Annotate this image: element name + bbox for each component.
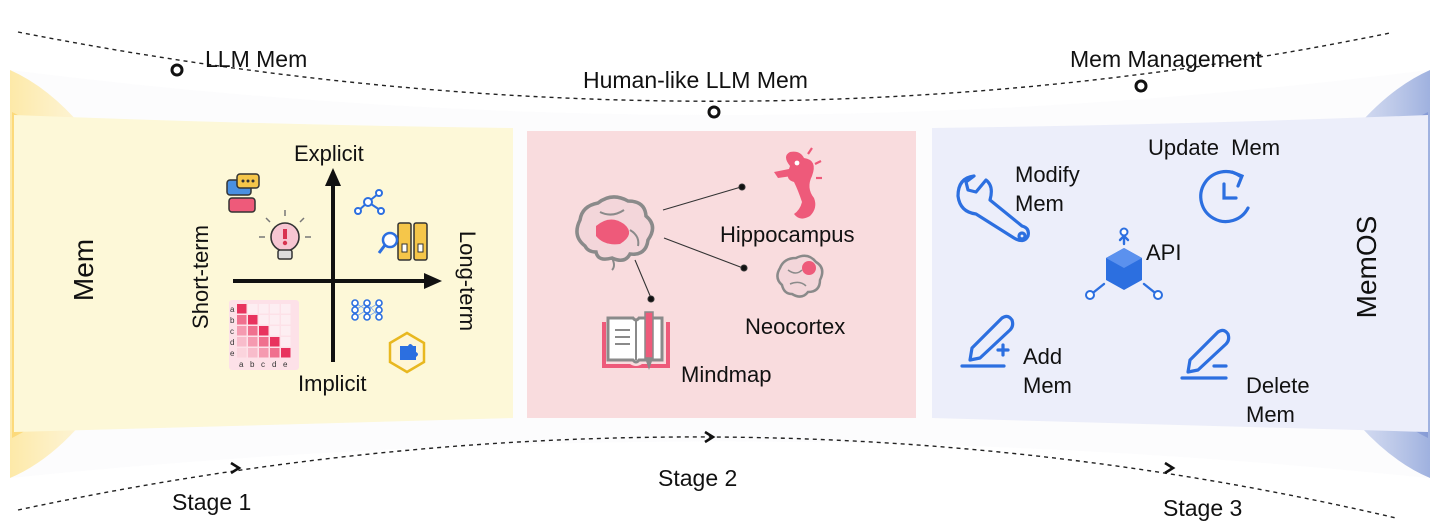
matrix-cell bbox=[281, 304, 291, 314]
side-label-memos: MemOS bbox=[1351, 216, 1382, 319]
matrix-cell bbox=[237, 348, 247, 358]
clock-update-icon bbox=[1199, 169, 1250, 224]
bottom-chevrons bbox=[230, 430, 1176, 475]
wrench-modify-icon bbox=[956, 174, 1030, 243]
matrix-cell bbox=[270, 326, 280, 336]
matrix-cell bbox=[270, 348, 280, 358]
matrix-cell bbox=[281, 315, 291, 325]
hexagon-puzzle-icon bbox=[388, 331, 426, 374]
matrix-cell bbox=[281, 326, 291, 336]
matrix-cell bbox=[259, 337, 269, 347]
neocortex-brain-icon bbox=[776, 254, 824, 298]
matrix-cell bbox=[237, 326, 247, 336]
cube-api-icon bbox=[1085, 227, 1163, 300]
panel-3-background bbox=[932, 115, 1428, 432]
matrix-cell bbox=[237, 304, 247, 314]
matrix-cell bbox=[248, 326, 258, 336]
axis-label-explicit: Explicit bbox=[294, 141, 364, 166]
neural-network-icon bbox=[351, 299, 383, 321]
top-node-markers bbox=[170, 63, 1148, 119]
quadrant-axes bbox=[233, 168, 442, 362]
matrix-cell bbox=[281, 337, 291, 347]
pen-add-icon bbox=[960, 314, 1015, 368]
matrix-cell bbox=[259, 304, 269, 314]
top-label-human-like: Human-like LLM Mem bbox=[583, 67, 808, 93]
label-add-line2: Mem bbox=[1023, 373, 1072, 398]
stage-2-label: Stage 2 bbox=[658, 465, 737, 491]
matrix-cell bbox=[237, 315, 247, 325]
axis-label-long-term: Long-term bbox=[455, 231, 480, 331]
panel-1: Explicit Implicit Short-term Long-term bbox=[188, 141, 480, 396]
mindmap-book-icon bbox=[602, 311, 670, 370]
top-label-mem-management: Mem Management bbox=[1070, 46, 1262, 72]
matrix-cell bbox=[237, 337, 247, 347]
matrix-cell bbox=[248, 304, 258, 314]
matrix-row-label: e bbox=[230, 349, 235, 358]
label-add-line1: Add bbox=[1023, 344, 1062, 369]
matrix-cell bbox=[248, 337, 258, 347]
matrix-cell bbox=[248, 348, 258, 358]
matrix-cell bbox=[259, 348, 269, 358]
side-label-mem: Mem bbox=[68, 239, 99, 301]
matrix-col-label: d bbox=[272, 360, 276, 369]
matrix-row-label: c bbox=[230, 327, 234, 336]
connector-lines bbox=[634, 183, 748, 303]
panel-2: Hippocampus Neocortex Mindmap bbox=[575, 147, 855, 387]
stage-1-label: Stage 1 bbox=[172, 489, 251, 515]
matrix-cell bbox=[281, 348, 291, 358]
matrix-row-label: a bbox=[230, 305, 235, 314]
axis-label-implicit: Implicit bbox=[298, 371, 366, 396]
matrix-cell bbox=[259, 326, 269, 336]
stage-3-label: Stage 3 bbox=[1163, 495, 1242, 521]
seahorse-hippocampus-icon bbox=[774, 147, 822, 219]
label-delete-line1: Delete bbox=[1246, 373, 1310, 398]
matrix-col-label: b bbox=[250, 360, 255, 369]
pen-delete-icon bbox=[1180, 328, 1231, 380]
label-modify-line1: Modify bbox=[1015, 162, 1080, 187]
matrix-col-label: e bbox=[283, 360, 288, 369]
network-nodes-icon bbox=[354, 189, 385, 215]
search-files-icon bbox=[377, 222, 428, 261]
axis-label-short-term: Short-term bbox=[188, 225, 213, 329]
label-hippocampus: Hippocampus bbox=[720, 222, 855, 247]
matrix-cell bbox=[270, 315, 280, 325]
top-dashed-curve bbox=[17, 31, 1391, 102]
panel-1-background bbox=[14, 115, 513, 432]
label-mindmap: Mindmap bbox=[681, 362, 771, 387]
matrix-cell bbox=[270, 337, 280, 347]
panel-2-background bbox=[527, 131, 916, 418]
panel-3: Modify Mem Update Mem API Add Mem Delete… bbox=[956, 135, 1310, 427]
label-neocortex: Neocortex bbox=[745, 314, 845, 339]
lightbulb-idea-icon bbox=[259, 210, 311, 260]
matrix-col-label: a bbox=[239, 360, 244, 369]
matrix-col-label: c bbox=[261, 360, 265, 369]
matrix-cell bbox=[248, 315, 258, 325]
top-label-llm-mem: LLM Mem bbox=[205, 46, 307, 72]
label-api: API bbox=[1146, 240, 1181, 265]
chat-bubbles-icon bbox=[226, 173, 260, 213]
label-modify-line2: Mem bbox=[1015, 191, 1064, 216]
matrix-cell bbox=[259, 315, 269, 325]
label-update-mem: Update Mem bbox=[1148, 135, 1280, 160]
matrix-row-label: d bbox=[230, 338, 234, 347]
label-delete-line2: Mem bbox=[1246, 402, 1295, 427]
matrix-row-label: b bbox=[230, 316, 235, 325]
matrix-cell bbox=[270, 304, 280, 314]
brain-icon bbox=[575, 195, 655, 271]
